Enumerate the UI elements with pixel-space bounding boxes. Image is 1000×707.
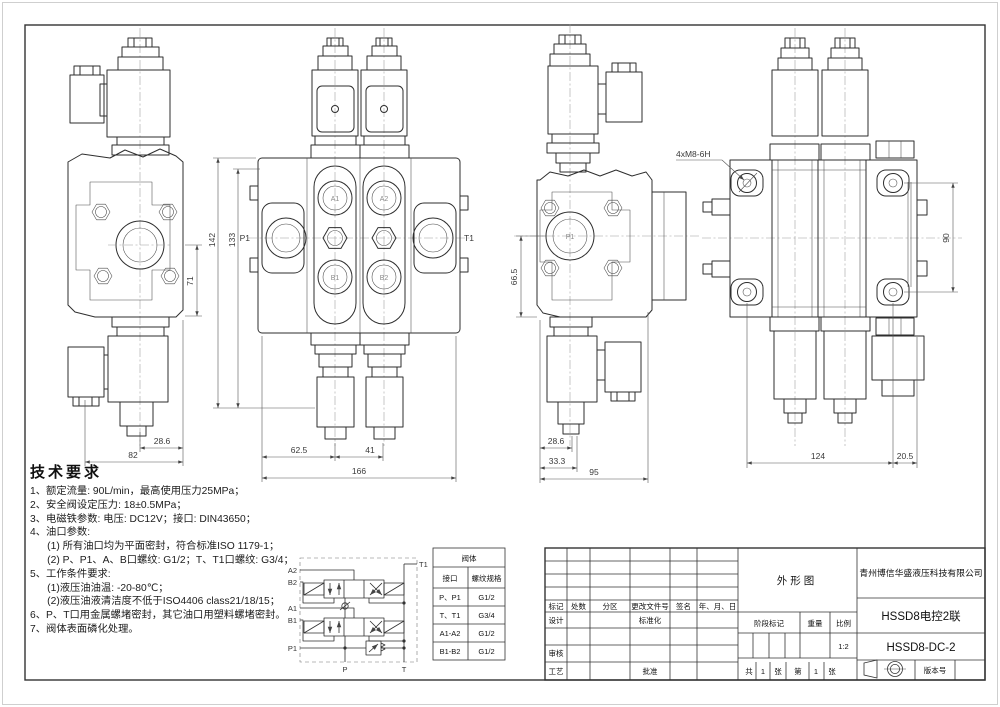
role-process: 工艺 bbox=[549, 667, 564, 676]
role-design: 设计 bbox=[549, 615, 564, 625]
tech-requirements-title: 技术要求 bbox=[30, 464, 103, 481]
dim-20-5: 20.5 bbox=[897, 451, 914, 461]
tech-line: 3、电磁铁参数: 电压: DC12V；接口: DIN43650； bbox=[30, 513, 257, 525]
tech-line: (1)液压油油温: -20-80℃； bbox=[30, 582, 169, 594]
dim-33-3: 33.3 bbox=[549, 456, 566, 466]
rev-header: 更改文件号 bbox=[631, 601, 669, 611]
port-table-cell: G1/2 bbox=[478, 629, 494, 638]
model-number: HSSD8-DC-2 bbox=[886, 642, 955, 654]
port-label-a2: A2 bbox=[380, 196, 389, 203]
role-check: 审核 bbox=[549, 648, 564, 658]
dim-28-6-b: 28.6 bbox=[548, 436, 565, 446]
dim-66-5: 66.5 bbox=[509, 268, 519, 285]
drawing-type: 外形图 bbox=[777, 575, 818, 587]
sheet-note: 张 bbox=[828, 667, 836, 676]
thread-note: 4xM8-6H bbox=[676, 149, 710, 159]
sch-label-p1: P1 bbox=[288, 644, 297, 653]
view-front: A1 A2 B1 B2 P1 T1 bbox=[207, 28, 474, 482]
dim-82: 82 bbox=[128, 450, 138, 460]
tech-line: (2)液压油液清洁度不低于ISO4406 class21/18/15； bbox=[30, 596, 281, 608]
projection-symbol-icon bbox=[863, 659, 906, 679]
dim-41: 41 bbox=[365, 445, 375, 455]
sch-label-t1: T1 bbox=[419, 560, 428, 569]
role-standard: 标准化 bbox=[639, 615, 662, 625]
view-side-left: 71 28.6 82 bbox=[67, 28, 202, 466]
version-label: 版本号 bbox=[924, 665, 947, 675]
dim-71: 71 bbox=[185, 276, 195, 286]
scale-value: 1:2 bbox=[838, 642, 848, 651]
rev-header: 年、月、日 bbox=[699, 601, 737, 611]
port-label-p1-side: P1 bbox=[566, 234, 575, 241]
sch-label-t: T bbox=[402, 665, 407, 674]
rev-header: 分区 bbox=[603, 602, 618, 611]
port-table-cell: P、P1 bbox=[439, 593, 461, 602]
port-table-col-port: 接口 bbox=[443, 573, 458, 583]
dim-142: 142 bbox=[207, 233, 217, 247]
sheet-note: 张 bbox=[774, 667, 782, 676]
hydraulic-schematic: A2 B2 A1 B1 P1 T1 P T bbox=[288, 557, 428, 674]
sch-label-p: P bbox=[342, 665, 347, 674]
solenoid-top-1 bbox=[310, 37, 361, 159]
port-table-col-thread: 螺纹规格 bbox=[472, 573, 502, 583]
rev-header: 标记 bbox=[549, 601, 564, 611]
solenoid-top-2 bbox=[359, 37, 410, 159]
port-table-title: 阀体 bbox=[462, 553, 477, 563]
port-label-p1: P1 bbox=[240, 233, 251, 243]
sheet-note: 共 bbox=[745, 667, 753, 676]
dim-95: 95 bbox=[589, 467, 599, 477]
port-label-t1: T1 bbox=[464, 233, 474, 243]
technical-requirements: 技术要求 1、额定流量: 90L/min，最高使用压力25MPa； 2、安全阀设… bbox=[30, 461, 365, 637]
dim-62-5: 62.5 bbox=[291, 445, 308, 455]
port-table-cell: G3/4 bbox=[478, 611, 494, 620]
view-side-right: P1 66.5 28.6 33.3 95 bbox=[509, 24, 700, 483]
sch-label-a2: A2 bbox=[288, 566, 297, 575]
rev-header: 处数 bbox=[571, 601, 586, 611]
tech-line: 6、P、T口用金属螺堵密封，其它油口用塑料螺堵密封。 bbox=[30, 610, 286, 622]
dim-133: 133 bbox=[227, 233, 237, 247]
tech-line: 5、工作条件要求: bbox=[30, 568, 111, 580]
port-table-cell: B1-B2 bbox=[440, 647, 461, 656]
tech-line: (1) 所有油口均为平面密封，符合标准ISO 1179-1； bbox=[30, 541, 280, 553]
port-thread-table: 阀体 接口 螺纹规格 P、P1 G1/2 T、T1 G3/4 A1-A2 G1/… bbox=[432, 547, 506, 661]
port-table-cell: G1/2 bbox=[478, 647, 494, 656]
dim-166: 166 bbox=[352, 466, 366, 476]
company-name: 青州博信华盛液压科技有限公司 bbox=[859, 567, 982, 578]
dim-28-6: 28.6 bbox=[154, 436, 171, 446]
drawing-frame bbox=[24, 24, 986, 681]
scale-label: 比例 bbox=[836, 618, 851, 628]
rev-header: 签名 bbox=[676, 601, 691, 611]
port-label-a1: A1 bbox=[331, 196, 340, 203]
port-label-b2: B2 bbox=[380, 275, 389, 282]
tech-line: 2、安全阀设定压力: 18±0.5MPa； bbox=[30, 499, 187, 511]
tech-line: 4、油口参数: bbox=[30, 527, 91, 539]
dim-124: 124 bbox=[811, 451, 825, 461]
port-table-cell: G1/2 bbox=[478, 593, 494, 602]
sch-label-b2: B2 bbox=[288, 578, 297, 587]
port-table-cell: T、T1 bbox=[440, 611, 461, 620]
weight-label: 重量 bbox=[808, 619, 823, 628]
port-table-cell: A1-A2 bbox=[440, 629, 461, 638]
tech-line: 7、阀体表面磷化处理。 bbox=[30, 623, 139, 635]
stage-label: 阶段标记 bbox=[754, 618, 784, 628]
sheet-note: 1 bbox=[761, 667, 765, 676]
title-block: 标记 处数 分区 更改文件号 签名 年、月、日 设计 标准化 审核 工艺 批准 bbox=[544, 547, 986, 681]
port-label-b1: B1 bbox=[331, 275, 340, 282]
tech-line: 1、额定流量: 90L/min，最高使用压力25MPa； bbox=[30, 486, 245, 497]
role-approve: 批准 bbox=[643, 666, 658, 676]
product-name: HSSD8电控2联 bbox=[881, 609, 961, 623]
dim-90: 90 bbox=[941, 233, 951, 243]
sch-label-a1: A1 bbox=[288, 604, 297, 613]
solenoid-bottom-2 bbox=[359, 332, 410, 440]
sheet-note: 1 bbox=[814, 667, 818, 676]
view-back: 4xM8-6H 90 124 20.5 bbox=[676, 28, 962, 468]
sheet-note: 第 bbox=[794, 666, 802, 676]
sch-label-b1: B1 bbox=[288, 616, 297, 625]
tech-line: (2) P、P1、A、B口螺纹: G1/2；T、T1口螺纹: G3/4； bbox=[30, 554, 294, 566]
solenoid-bottom-1 bbox=[310, 332, 361, 440]
